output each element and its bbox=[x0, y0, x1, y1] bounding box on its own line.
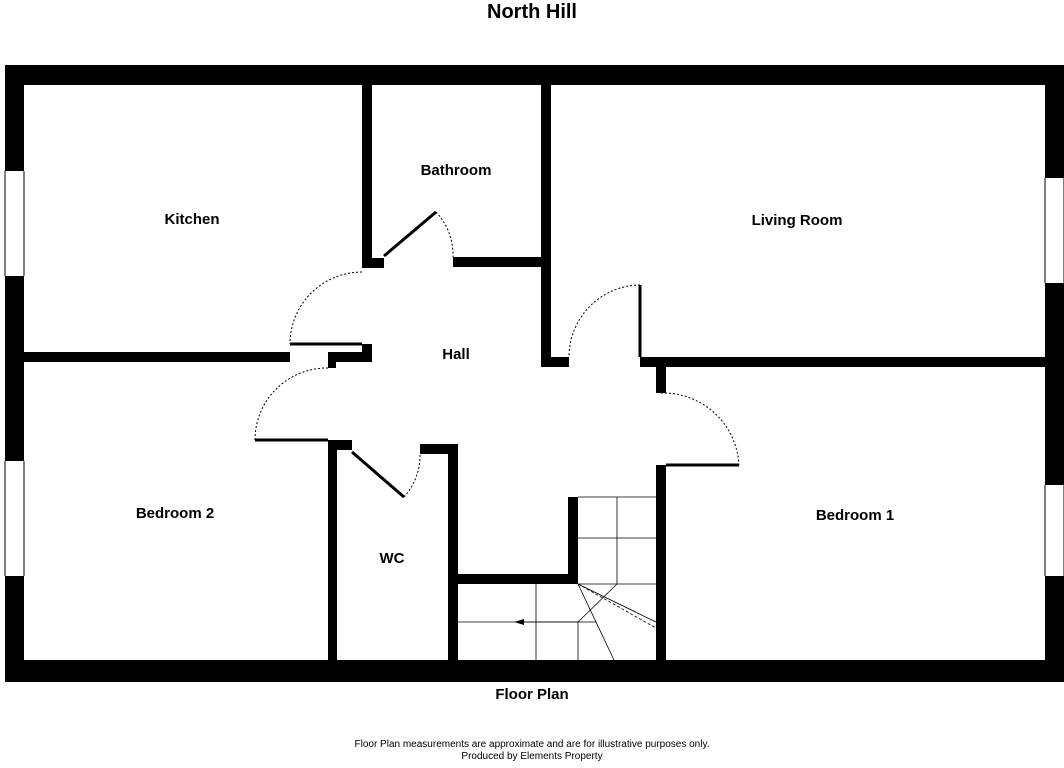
wall-wc-right bbox=[448, 444, 458, 660]
wall-kitchen-bathroom bbox=[362, 85, 372, 268]
door-wc bbox=[351, 450, 405, 499]
wall-bathroom-living bbox=[541, 85, 551, 367]
wall-right-1 bbox=[1045, 65, 1064, 178]
wall-bedroom2-right bbox=[328, 440, 337, 660]
wall-stair-left bbox=[568, 497, 578, 584]
wall-right-2 bbox=[1045, 283, 1064, 485]
staircase bbox=[458, 496, 657, 661]
doors bbox=[254, 210, 740, 499]
room-label-living-room: Living Room bbox=[752, 212, 843, 229]
disclaimer: Floor Plan measurements are approximate … bbox=[0, 739, 1064, 763]
room-label-bathroom: Bathroom bbox=[421, 162, 492, 179]
room-label-kitchen: Kitchen bbox=[164, 211, 219, 228]
room-label-bedroom-2: Bedroom 2 bbox=[136, 505, 214, 522]
windows bbox=[4, 171, 1064, 576]
room-labels: Kitchen Bathroom Living Room Hall Bedroo… bbox=[136, 162, 894, 567]
door-bathroom bbox=[383, 210, 437, 258]
room-label-wc: WC bbox=[380, 550, 405, 567]
wall-left-3 bbox=[5, 576, 24, 682]
room-label-hall: Hall bbox=[442, 346, 470, 363]
interior-walls bbox=[24, 85, 1045, 660]
plan-title: North Hill bbox=[487, 1, 577, 23]
wall-left-2 bbox=[5, 276, 24, 461]
floor-plan-label: Floor Plan bbox=[495, 686, 569, 703]
wall-kitchen-bedroom2 bbox=[24, 352, 290, 362]
wall-left-1 bbox=[5, 65, 24, 171]
stair-arrow-head bbox=[514, 619, 524, 625]
disclaimer-line-2: Produced by Elements Property bbox=[461, 751, 603, 762]
disclaimer-line-1: Floor Plan measurements are approximate … bbox=[354, 739, 710, 750]
wall-stair-top bbox=[448, 574, 578, 584]
wall-bottom bbox=[5, 660, 1064, 682]
wall-bathroom-bottom bbox=[453, 257, 551, 267]
wall-bedroom1-left bbox=[656, 465, 666, 660]
wall-top bbox=[5, 65, 1064, 85]
wall-right-3 bbox=[1045, 576, 1064, 682]
outer-walls bbox=[5, 65, 1064, 682]
room-label-bedroom-1: Bedroom 1 bbox=[816, 507, 894, 524]
wall-living-bedroom1 bbox=[640, 357, 1045, 367]
